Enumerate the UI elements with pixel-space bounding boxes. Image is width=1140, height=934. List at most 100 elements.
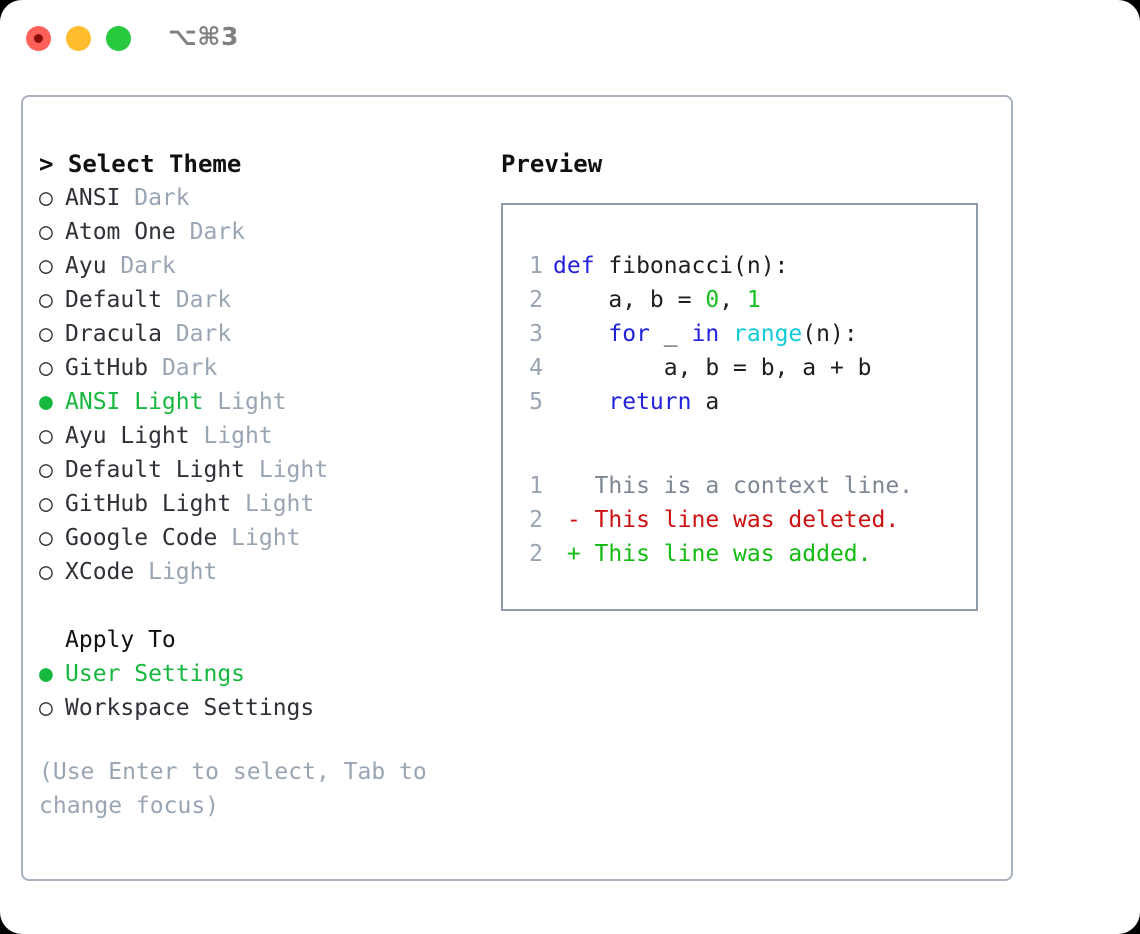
code-token: 1 bbox=[746, 287, 761, 313]
theme-option-variant: Dark bbox=[120, 185, 190, 211]
theme-option-label: Google Code bbox=[65, 525, 218, 551]
diff-line: 1 This is a context line. bbox=[517, 469, 976, 503]
theme-option-label: Ayu Light bbox=[65, 423, 190, 449]
diff-line-text: This is a context line. bbox=[553, 473, 914, 499]
code-token bbox=[553, 389, 608, 415]
apply-to-list: ● User Settings○ Workspace Settings bbox=[39, 657, 479, 725]
theme-option-label: GitHub Light bbox=[65, 491, 232, 517]
theme-option-ansi-light[interactable]: ● ANSI Light Light bbox=[39, 385, 479, 419]
theme-option-default-light[interactable]: ○ Default Light Light bbox=[39, 453, 479, 487]
theme-option-xcode[interactable]: ○ XCode Light bbox=[39, 555, 479, 589]
maximize-button[interactable] bbox=[106, 26, 131, 51]
apply-to-option-workspace-settings[interactable]: ○ Workspace Settings bbox=[39, 691, 479, 725]
code-token: a, b = b, a + b bbox=[553, 355, 872, 381]
code-token: fibonacci(n): bbox=[594, 253, 789, 279]
preview-gap bbox=[517, 419, 976, 469]
theme-option-ayu-light[interactable]: ○ Ayu Light Light bbox=[39, 419, 479, 453]
theme-option-google-code[interactable]: ○ Google Code Light bbox=[39, 521, 479, 555]
line-number: 2 bbox=[529, 507, 543, 533]
list-spacer bbox=[39, 589, 479, 623]
focus-caret-icon: > bbox=[39, 150, 54, 178]
theme-option-variant: Dark bbox=[175, 219, 246, 245]
theme-option-label: XCode bbox=[65, 559, 135, 585]
theme-option-variant: Dark bbox=[161, 321, 232, 347]
theme-option-default[interactable]: ○ Default Dark bbox=[39, 283, 479, 317]
apply-to-option-user-settings[interactable]: ● User Settings bbox=[39, 657, 479, 691]
code-token bbox=[719, 321, 733, 347]
theme-option-github-light[interactable]: ○ GitHub Light Light bbox=[39, 487, 479, 521]
line-number: 3 bbox=[529, 321, 543, 347]
line-number: 1 bbox=[529, 253, 543, 279]
titlebar-shortcut-label: ⌥⌘3 bbox=[168, 22, 239, 51]
diff-line-text: - This line was deleted. bbox=[553, 507, 900, 533]
theme-option-variant: Dark bbox=[106, 253, 176, 279]
theme-option-label: Default bbox=[65, 287, 162, 313]
theme-option-label: ANSI bbox=[65, 185, 121, 211]
theme-option-dracula[interactable]: ○ Dracula Dark bbox=[39, 317, 479, 351]
main-panel: > Select Theme ○ ANSI Dark○ Atom One Dar… bbox=[21, 95, 1013, 881]
radio-unselected-icon: ○ bbox=[39, 525, 67, 551]
keyboard-hint-text: (Use Enter to select, Tab to change focu… bbox=[39, 759, 427, 819]
radio-unselected-icon: ○ bbox=[39, 253, 67, 279]
radio-selected-icon: ● bbox=[39, 389, 67, 415]
apply-to-heading-indent bbox=[39, 623, 65, 657]
code-token: in bbox=[691, 321, 720, 347]
theme-option-label: GitHub bbox=[65, 355, 149, 381]
code-token: range bbox=[733, 321, 803, 347]
diff-line: 2 + This line was added. bbox=[517, 537, 976, 571]
code-line: 4 a, b = b, a + b bbox=[517, 351, 976, 385]
radio-unselected-icon: ○ bbox=[39, 457, 67, 483]
theme-option-label: Dracula bbox=[65, 321, 162, 347]
theme-option-label: ANSI Light bbox=[65, 389, 204, 415]
radio-unselected-icon: ○ bbox=[39, 185, 67, 211]
radio-unselected-icon: ○ bbox=[39, 287, 67, 313]
code-token: return bbox=[608, 389, 692, 415]
code-token: 0 bbox=[705, 287, 720, 313]
diff-line-text: + This line was added. bbox=[553, 541, 872, 567]
code-token: a, b = bbox=[553, 287, 706, 313]
line-number: 2 bbox=[529, 541, 543, 567]
theme-option-atom-one[interactable]: ○ Atom One Dark bbox=[39, 215, 479, 249]
radio-unselected-icon: ○ bbox=[39, 423, 67, 449]
apply-to-option-label: User Settings bbox=[65, 661, 246, 687]
theme-option-variant: Dark bbox=[161, 287, 232, 313]
theme-option-variant: Dark bbox=[148, 355, 218, 381]
code-token: def bbox=[553, 253, 595, 279]
theme-selector-heading: > Select Theme bbox=[39, 147, 479, 181]
code-line: 2 a, b = 0, 1 bbox=[517, 283, 976, 317]
code-token: a bbox=[691, 389, 720, 415]
page-title bbox=[53, 150, 67, 178]
radio-unselected-icon: ○ bbox=[39, 695, 67, 721]
theme-option-variant: Light bbox=[217, 525, 301, 551]
diff-sample: 1 This is a context line.2 - This line w… bbox=[517, 469, 976, 571]
line-number: 4 bbox=[529, 355, 543, 381]
code-token: , bbox=[719, 287, 747, 313]
line-number: 5 bbox=[529, 389, 543, 415]
theme-option-variant: Light bbox=[245, 457, 329, 483]
theme-option-variant: Light bbox=[189, 423, 273, 449]
code-line: 3 for _ in range(n): bbox=[517, 317, 976, 351]
theme-option-variant: Light bbox=[134, 559, 218, 585]
theme-selector-title: Select Theme bbox=[67, 150, 242, 178]
theme-option-ayu[interactable]: ○ Ayu Dark bbox=[39, 249, 479, 283]
theme-option-variant: Light bbox=[231, 491, 315, 517]
line-number: 2 bbox=[529, 287, 543, 313]
theme-option-variant: Light bbox=[203, 389, 287, 415]
radio-unselected-icon: ○ bbox=[39, 491, 67, 517]
code-line: 5 return a bbox=[517, 385, 976, 419]
theme-option-ansi[interactable]: ○ ANSI Dark bbox=[39, 181, 479, 215]
apply-to-heading: Apply To bbox=[39, 623, 479, 657]
code-line: 1 def fibonacci(n): bbox=[517, 249, 976, 283]
diff-line: 2 - This line was deleted. bbox=[517, 503, 976, 537]
code-token: for bbox=[608, 321, 650, 347]
radio-selected-icon: ● bbox=[39, 661, 67, 687]
preview-title: Preview bbox=[501, 150, 603, 178]
title-bar: ⌥⌘3 bbox=[0, 0, 1140, 78]
minimize-button[interactable] bbox=[66, 26, 91, 51]
code-token bbox=[553, 321, 608, 347]
theme-option-github[interactable]: ○ GitHub Dark bbox=[39, 351, 479, 385]
recording-indicator-icon bbox=[34, 34, 43, 43]
